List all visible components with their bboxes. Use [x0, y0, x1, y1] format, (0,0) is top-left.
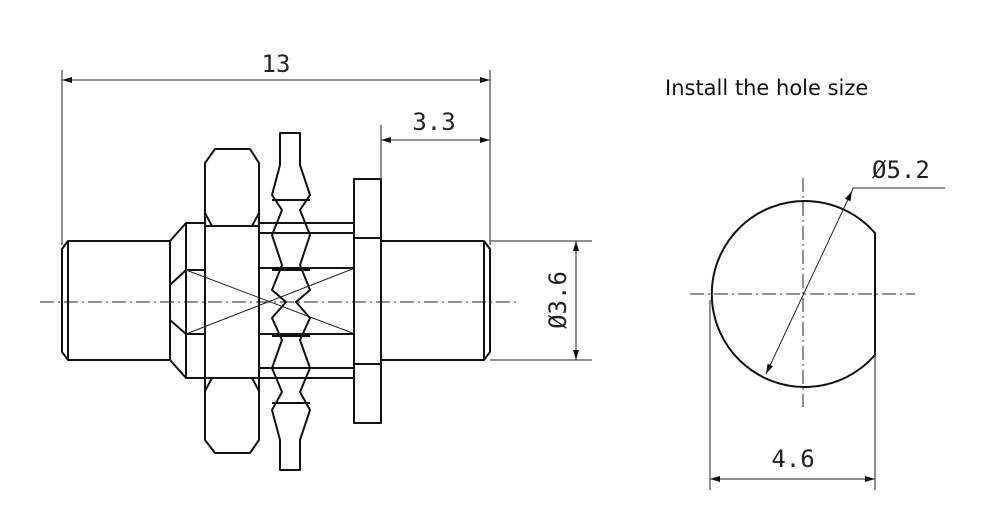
mounting-hole-view: Ø5.2 4.6 — [690, 156, 945, 490]
hole-size-title: Install the hole size — [665, 76, 869, 100]
overall-length-label: 13 — [262, 50, 291, 78]
connector-side-view — [40, 132, 520, 471]
right-cylinder — [381, 240, 491, 361]
hole-diameter-label: Ø5.2 — [872, 156, 930, 184]
dimension-overall-length: 13 — [61, 50, 491, 245]
left-cylinder — [61, 240, 171, 361]
dimension-body-diameter: Ø3.6 — [490, 240, 592, 361]
flat-width-label: 4.6 — [771, 445, 814, 473]
flange — [353, 178, 382, 424]
hex-body — [169, 222, 205, 379]
hex-nut — [204, 148, 260, 454]
lock-washer — [271, 132, 311, 471]
threaded-body — [259, 222, 355, 379]
flange-to-end-label: 3.3 — [412, 108, 455, 136]
dimension-flange-to-end: 3.3 — [380, 108, 490, 180]
body-diameter-label: Ø3.6 — [544, 271, 572, 329]
